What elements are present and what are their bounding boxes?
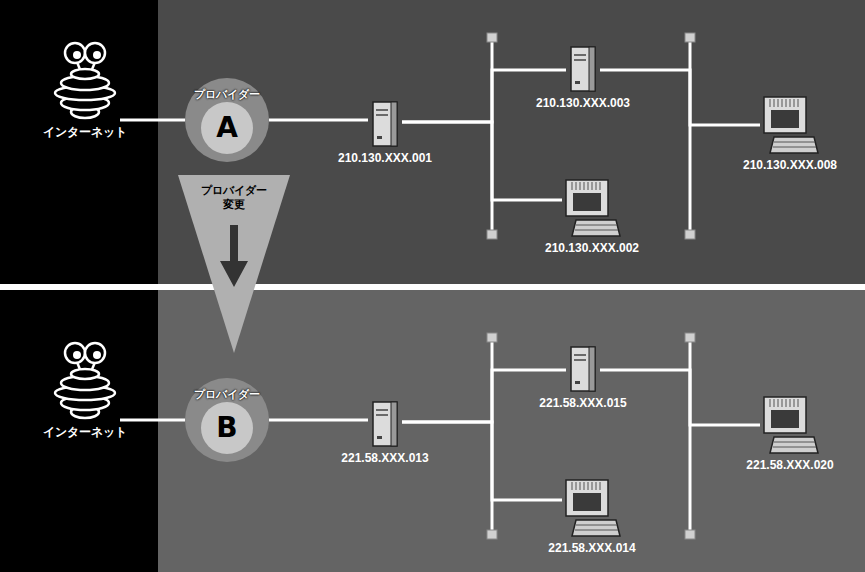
change-node: プロバイダー 変更 [178, 175, 290, 353]
provider-heading: プロバイダー [185, 387, 269, 401]
internet-node: インターネット [50, 40, 120, 122]
internet-icon [50, 40, 120, 122]
change-label: プロバイダー 変更 [194, 183, 274, 211]
ip-address: 210.130.XXX.002 [545, 241, 639, 255]
server-icon [368, 100, 402, 148]
ip-address: 210.130.XXX.008 [743, 158, 837, 172]
server-icon [368, 400, 402, 448]
pc-icon [760, 395, 820, 455]
server-icon [566, 45, 600, 93]
internet-node: インターネット [50, 340, 120, 422]
network-line [120, 119, 185, 122]
provider-heading: プロバイダー [185, 87, 269, 101]
pc-node: 210.130.XXX.008 [760, 95, 820, 155]
internet-icon [50, 340, 120, 422]
internet-label: インターネット [43, 125, 127, 139]
network-line [269, 419, 368, 422]
ip-address: 221.58.XXX.015 [539, 396, 626, 410]
pc-node: 210.130.XXX.002 [562, 178, 622, 238]
provider-node: プロバイダー A [185, 78, 269, 162]
ip-address: 221.58.XXX.013 [341, 451, 428, 465]
server-node: 221.58.XXX.013 [368, 400, 402, 448]
pc-node: 221.58.XXX.020 [760, 395, 820, 455]
ip-address: 221.58.XXX.020 [746, 458, 833, 472]
pc-node: 221.58.XXX.014 [562, 478, 622, 538]
server-node: 221.58.XXX.015 [566, 345, 600, 393]
pc-icon [562, 478, 622, 538]
server-node: 210.130.XXX.001 [368, 100, 402, 148]
network-line [269, 119, 368, 122]
server-icon [566, 345, 600, 393]
pc-icon [562, 178, 622, 238]
ip-address: 210.130.XXX.001 [338, 151, 432, 165]
internet-label: インターネット [43, 425, 127, 439]
pc-icon [760, 95, 820, 155]
provider-node: プロバイダー B [185, 378, 269, 462]
network-line [120, 419, 185, 422]
server-node: 210.130.XXX.003 [566, 45, 600, 93]
ip-address: 221.58.XXX.014 [548, 541, 635, 555]
ip-address: 210.130.XXX.003 [536, 96, 630, 110]
provider-letter: A [185, 112, 269, 144]
provider-letter: B [185, 412, 269, 444]
